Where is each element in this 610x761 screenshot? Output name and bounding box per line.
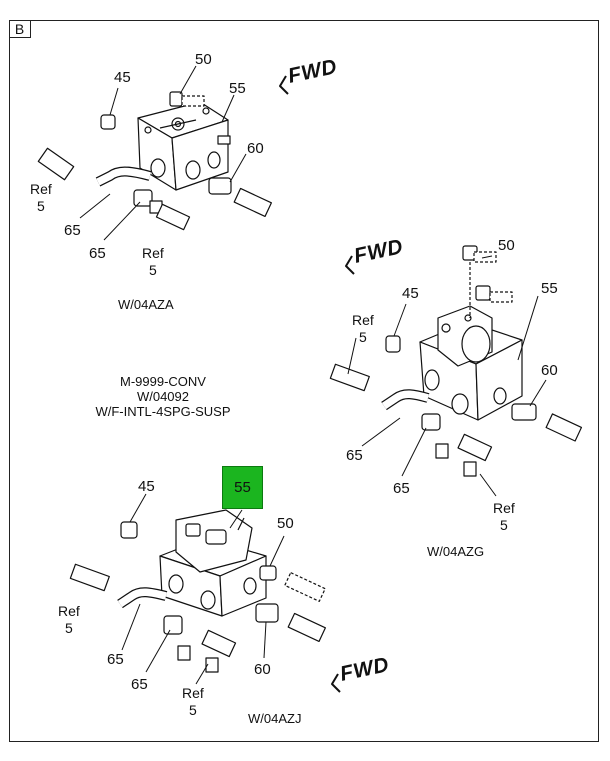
callout-50: 50	[498, 237, 515, 254]
diagram-frame	[9, 20, 599, 742]
callout-60: 60	[247, 140, 264, 157]
callout-50: 50	[277, 515, 294, 532]
callout-60: 60	[541, 362, 558, 379]
callout-45: 45	[114, 69, 131, 86]
view-caption-3: W/04AZJ	[248, 711, 302, 726]
callout-65: 65	[346, 447, 363, 464]
valve-assembly-view-3	[69, 493, 326, 685]
callout-55: 55	[229, 80, 246, 97]
callout-65: 65	[89, 245, 106, 262]
highlight-callout-55[interactable]: 55	[222, 466, 263, 509]
view-caption-1: W/04AZA	[118, 297, 174, 312]
callout-45: 45	[402, 285, 419, 302]
fwd-arrow-icons	[279, 75, 355, 693]
valve-assembly-view-2	[329, 245, 583, 497]
view-caption-2: W/04AZG	[427, 544, 485, 559]
callout-65: 65	[107, 651, 124, 668]
callout-55: 55	[541, 280, 558, 297]
callout-45: 45	[138, 478, 155, 495]
callout-65: 65	[393, 480, 410, 497]
callout-60: 60	[254, 661, 271, 678]
section-tag: B	[9, 20, 31, 38]
callout-65: 65	[64, 222, 81, 239]
callout-50: 50	[195, 51, 212, 68]
highlight-label: 55	[234, 479, 251, 496]
callout-65: 65	[131, 676, 148, 693]
config-notes: M-9999-CONV W/04092 W/F-INTL-4SPG-SUSP	[95, 374, 231, 419]
valve-assembly-view-1	[37, 65, 272, 241]
